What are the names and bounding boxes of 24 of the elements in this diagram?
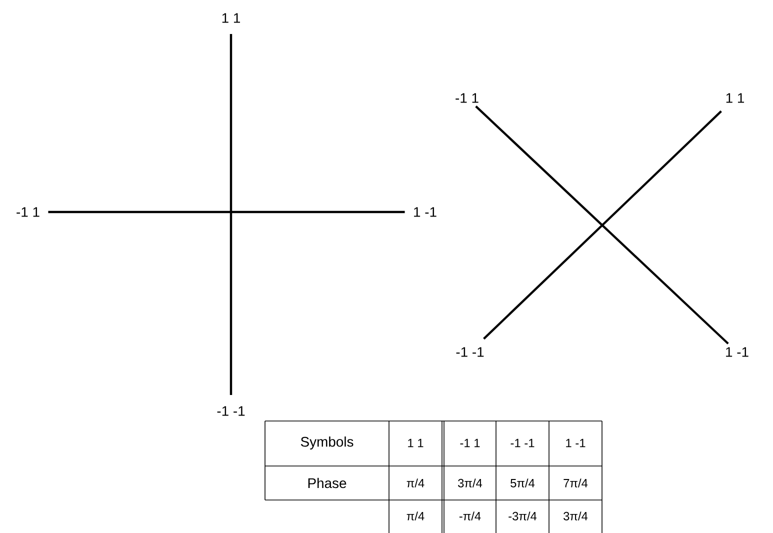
phase-value: 5π/4 — [510, 478, 535, 488]
row-header: Symbols — [300, 436, 354, 450]
point-label: -1 -1 — [217, 406, 245, 416]
phase-value: π/4 — [406, 478, 424, 488]
symbol-pair: -1 -1 — [510, 438, 534, 448]
phase-value: 3π/4 — [564, 512, 588, 520]
phase-value: -π/4 — [459, 512, 481, 520]
point-label: 1 1 — [726, 93, 744, 103]
symbol-pair: 1 -1 — [566, 438, 586, 448]
phase-value: 7π/4 — [564, 478, 588, 488]
point-label: -1 1 — [16, 207, 40, 217]
point-label: -1 -1 — [456, 347, 484, 357]
point-label: 1 -1 — [726, 347, 748, 357]
phase-value: π/4 — [406, 512, 424, 520]
phase-value: 3π/4 — [458, 478, 482, 488]
phase-value: -3π/4 — [508, 512, 537, 520]
row-header: Phase — [308, 478, 346, 488]
axis-line — [230, 34, 232, 395]
point-label: -1 1 — [456, 93, 478, 103]
point-label: 1 -1 — [414, 207, 436, 217]
point-label: 1 1 — [222, 13, 240, 23]
axis-line — [48, 210, 405, 214]
symbol-pair: 1 1 — [408, 438, 424, 448]
symbol-pair: -1 1 — [460, 438, 480, 448]
